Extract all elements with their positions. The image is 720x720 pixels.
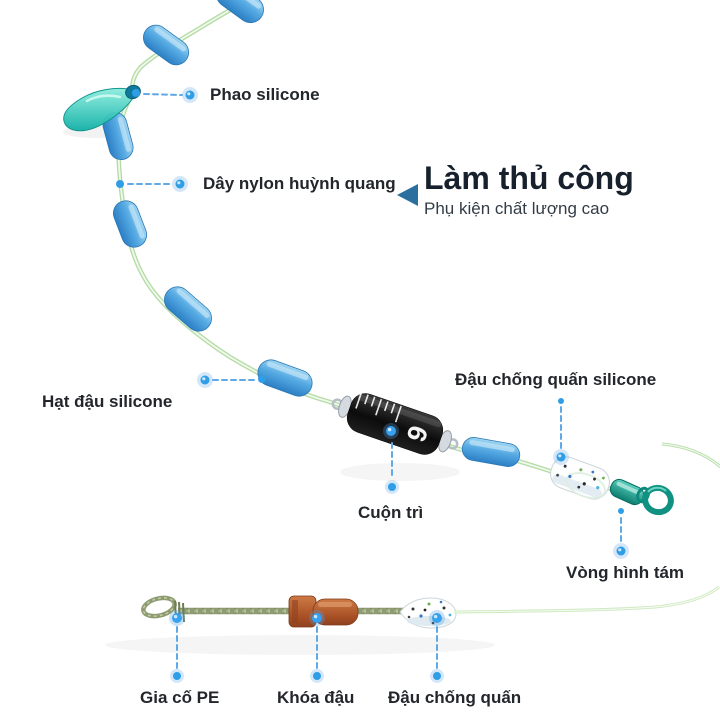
silicone-float	[63, 84, 141, 132]
speckles	[407, 600, 452, 625]
pointer-pe	[169, 610, 185, 683]
silicone-bead	[216, 0, 264, 24]
silicone-bead	[112, 200, 148, 248]
arrow-left-icon	[397, 184, 418, 206]
heading-title: Làm thủ công	[424, 160, 634, 196]
pointer-bean	[197, 372, 266, 388]
figure-eight-ring	[642, 484, 674, 516]
pointer-anti-tangle-lower	[429, 610, 445, 683]
silicone-bead	[461, 437, 521, 467]
pointer-line	[116, 176, 188, 192]
bean-lock-stopper	[288, 595, 359, 628]
label-pe: Gia cố PE	[140, 688, 220, 707]
pointer-lock	[309, 610, 325, 683]
anti-tangle-bead-lower	[399, 597, 457, 629]
label-anti-tangle-silicone: Đậu chống quấn silicone	[455, 370, 657, 389]
label-line: Dây nylon huỳnh quang	[203, 174, 396, 193]
label-lock: Khóa đậu	[277, 688, 355, 707]
lead-weight: 6	[331, 392, 459, 455]
anti-tangle-bead-upper	[550, 456, 610, 500]
silicone-beads	[102, 0, 521, 467]
pointer-anti-tangle-upper	[553, 398, 569, 465]
label-float: Phao silicone	[210, 85, 320, 104]
pointer-ring	[613, 508, 629, 559]
heading-block: Làm thủ công Phụ kiện chất lượng cao	[424, 160, 634, 219]
silicone-bead	[164, 286, 212, 332]
weight-scale-ticks	[355, 392, 402, 423]
silicone-bead	[142, 24, 190, 66]
silicone-bead	[102, 112, 134, 160]
pointer-float	[132, 87, 198, 103]
silicone-bead	[257, 359, 313, 397]
soft-shadows	[63, 126, 495, 655]
heading-subtitle: Phụ kiện chất lượng cao	[424, 199, 610, 218]
bottom-rig	[141, 585, 720, 629]
label-figure-eight-ring: Vòng hình tám	[566, 563, 685, 582]
label-weight: Cuộn trì	[358, 503, 424, 522]
callout-pointers	[116, 87, 629, 683]
pointer-weight	[383, 423, 399, 494]
speckles	[556, 464, 605, 490]
label-bean: Hạt đậu silicone	[42, 392, 173, 411]
label-anti-tangle: Đậu chống quấn	[388, 688, 522, 707]
